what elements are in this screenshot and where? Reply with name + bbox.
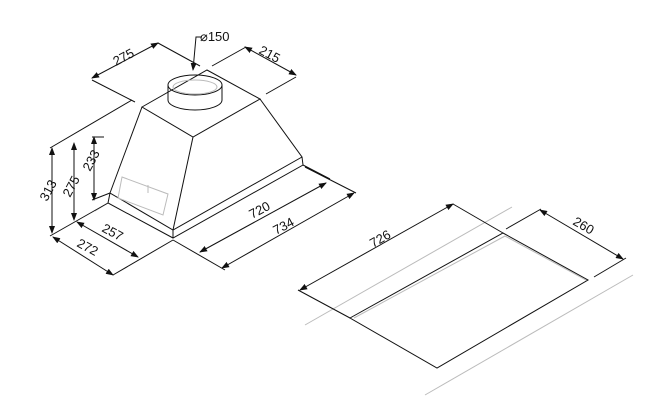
hood-isometric-view bbox=[94, 69, 331, 239]
ceiling-cutout-view bbox=[297, 203, 634, 396]
top-width-label: 215 bbox=[257, 42, 283, 65]
width-inner-label: 720 bbox=[246, 198, 272, 221]
depth-outer-label: 272 bbox=[75, 235, 101, 258]
depth-inner-label: 257 bbox=[100, 220, 126, 243]
top-depth-label: 275 bbox=[110, 45, 136, 68]
control-panel bbox=[117, 176, 169, 216]
cutout-depth-label: 260 bbox=[571, 214, 597, 238]
height-total-label: 313 bbox=[36, 177, 59, 203]
cutout-width-label: 726 bbox=[367, 227, 393, 251]
duct-collar bbox=[167, 74, 223, 111]
height-body-label: 275 bbox=[59, 173, 82, 199]
height-upper-label: 233 bbox=[79, 147, 102, 173]
width-outer-label: 734 bbox=[270, 214, 296, 237]
duct-diameter-label: ⌀150 bbox=[200, 29, 230, 44]
